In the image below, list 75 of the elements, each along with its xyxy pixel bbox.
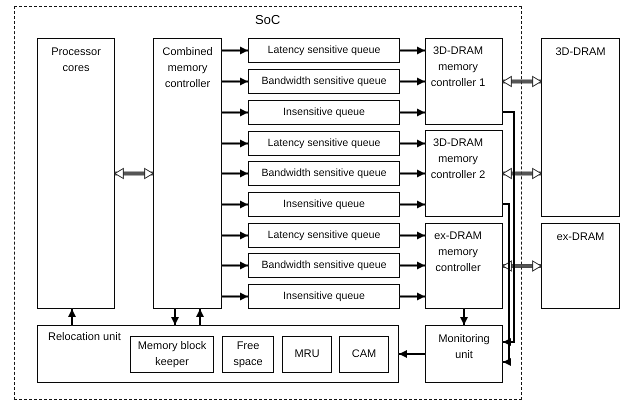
block-box	[541, 38, 620, 217]
block-label: Latency sensitive queue	[268, 138, 380, 150]
arrow	[222, 170, 248, 178]
soc-boundary	[14, 6, 522, 400]
arrow	[400, 292, 425, 300]
arrow	[400, 170, 425, 178]
bus-arrow	[502, 260, 542, 272]
arrow	[399, 350, 425, 358]
block-label: 3D-DRAM	[555, 45, 606, 60]
block-box	[37, 38, 115, 309]
arrow	[222, 262, 248, 270]
queue-box	[248, 161, 400, 186]
controller-box	[425, 130, 503, 217]
block-label: SoC	[255, 11, 280, 29]
block-label: Bandwidth sensitive queue	[262, 168, 386, 180]
block-label: Relocation unit	[48, 330, 121, 345]
block-label: Free space	[232, 338, 264, 370]
block-box	[425, 325, 503, 383]
block-label: Insensitive queue	[283, 106, 365, 118]
arrow	[460, 309, 468, 325]
queue-box	[248, 253, 400, 278]
controller-box	[425, 38, 503, 125]
sub-block-box	[222, 336, 274, 373]
unit-box	[37, 325, 399, 383]
arrow	[503, 203, 511, 366]
bus-arrow	[114, 168, 154, 179]
queue-box	[248, 38, 400, 63]
bus-arrow	[502, 76, 542, 87]
arrow	[503, 111, 515, 346]
arrow	[196, 309, 204, 325]
arrow	[400, 78, 425, 86]
block-label: Latency sensitive queue	[268, 44, 380, 56]
block-label: ex-DRAM	[556, 230, 604, 245]
queue-box	[248, 192, 400, 217]
arrow	[222, 200, 248, 208]
sub-block-box	[130, 336, 214, 373]
arrow	[222, 46, 248, 54]
controller-box	[425, 223, 503, 309]
block-label: Latency sensitive queue	[268, 230, 380, 242]
block-label: Insensitive queue	[283, 290, 365, 302]
block-label: Processor cores	[50, 45, 102, 76]
block-label: 3D-DRAM memory controller 2	[430, 136, 486, 183]
bus-arrow	[502, 168, 542, 179]
arrow	[400, 232, 425, 240]
queue-box	[248, 284, 400, 309]
block-label: CAM	[352, 346, 376, 362]
block-label: Monitoring unit	[437, 332, 491, 363]
block-label: MRU	[294, 346, 320, 362]
arrow	[222, 232, 248, 240]
block-label: Combined memory controller	[161, 45, 214, 92]
queue-box	[248, 131, 400, 156]
arrow	[68, 309, 76, 325]
block-box	[541, 223, 620, 309]
block-label: 3D-DRAM memory controller 1	[430, 44, 486, 91]
arrow	[222, 78, 248, 86]
arrow	[400, 108, 425, 116]
queue-box	[248, 69, 400, 94]
arrow	[222, 108, 248, 116]
arrow	[400, 200, 425, 208]
queue-box	[248, 223, 400, 248]
arrow	[400, 140, 425, 148]
arrow	[222, 140, 248, 148]
block-box	[153, 38, 222, 309]
sub-block-box	[282, 336, 332, 373]
arrow	[171, 309, 179, 325]
block-label: Bandwidth sensitive queue	[262, 260, 386, 272]
arrow	[400, 262, 425, 270]
sub-block-box	[339, 336, 389, 373]
block-label: Memory block keeper	[136, 338, 208, 370]
arrow	[222, 292, 248, 300]
block-label: Insensitive queue	[283, 198, 365, 210]
block-label: ex-DRAM memory controller	[433, 229, 483, 276]
arrow	[400, 46, 425, 54]
queue-box	[248, 100, 400, 125]
block-label: Bandwidth sensitive queue	[262, 76, 386, 88]
